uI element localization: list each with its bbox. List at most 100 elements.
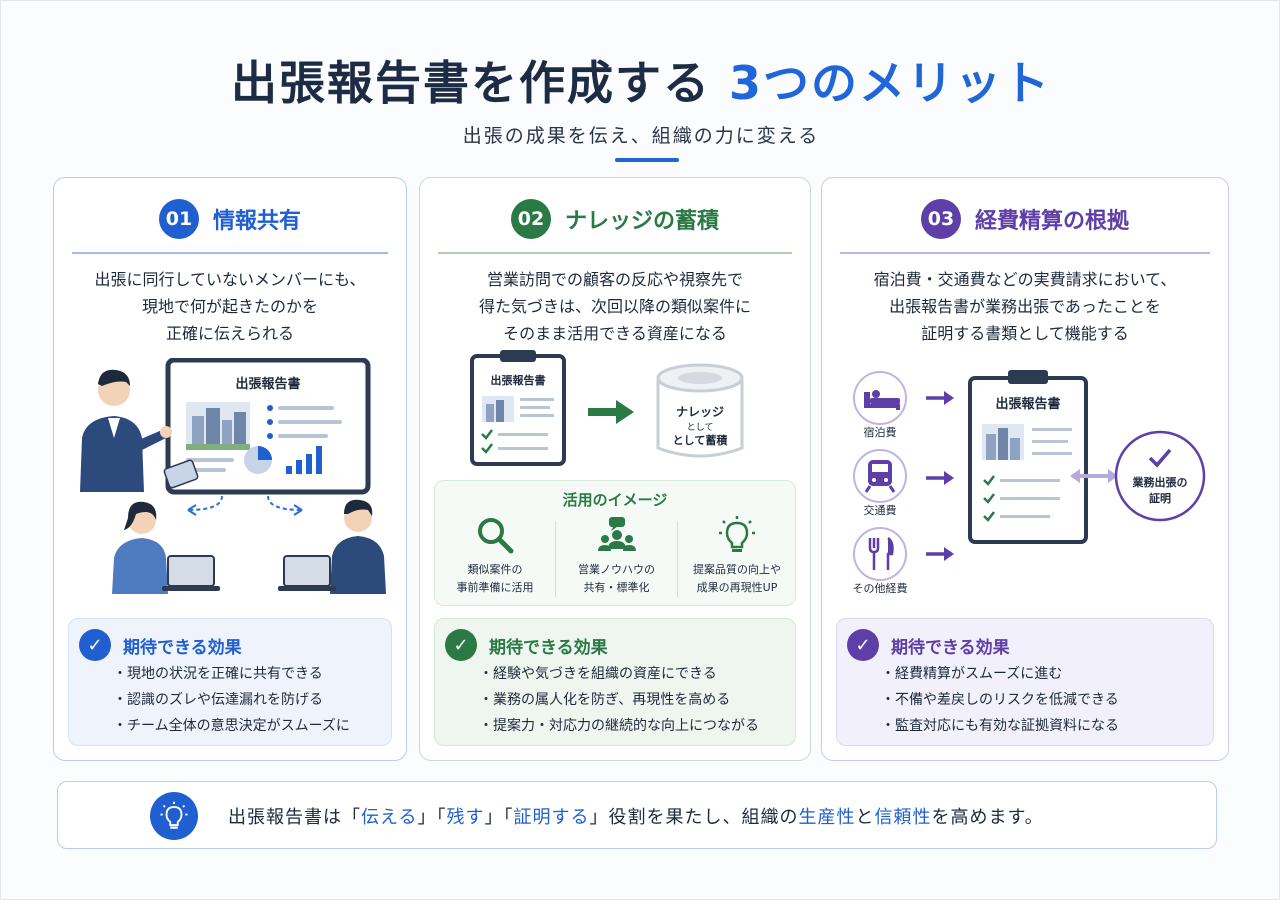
usage-box: 活用のイメージ 類似案件の 事前準備に活用 [434, 480, 796, 606]
check-circle-icon: ✓ [445, 629, 477, 661]
usage-title: 活用のイメージ [562, 491, 668, 509]
effect-item: 提案力・対応力の継続的な向上につながる [479, 713, 759, 739]
proof-line: 証明 [1149, 491, 1171, 505]
desc-line: 出張報告書が業務出張であったことを [889, 297, 1161, 316]
effects-list: 現地の状況を正確に共有できる 認識のズレや伝達漏れを防げる チーム全体の意思決定… [113, 661, 350, 739]
lightbulb-icon [719, 516, 755, 552]
usage-item: 類似案件の 事前準備に活用 [435, 515, 555, 597]
expense-label: その他経費 [853, 581, 908, 595]
title-underline [615, 158, 679, 162]
summary-highlight: 生産性 [798, 807, 856, 828]
summary-part: と [855, 807, 875, 828]
text-lines-icon [267, 405, 342, 439]
divider [677, 521, 678, 597]
summary-part: 」「 [484, 807, 514, 828]
summary-part: 」「 [417, 807, 447, 828]
desc-line: 得た気づきは、次回以降の類似案件に [478, 297, 751, 316]
usage-label: 類似案件の [467, 563, 523, 576]
usage-label: 提案品質の向上や [693, 563, 781, 576]
title-accent: 3つのメリット [729, 56, 1052, 110]
clipboard-icon: 出張報告書 [470, 350, 566, 466]
check-circle-icon: ✓ [847, 629, 879, 661]
summary-highlight: 証明する [513, 807, 590, 828]
usage-item: 営業ノウハウの 共有・標準化 [556, 515, 677, 597]
effects-box: ✓ 期待できる効果 現地の状況を正確に共有できる 認識のズレや伝達漏れを防げる … [68, 618, 392, 746]
bar-chart-icon [286, 446, 322, 474]
desc-line: 証明する書類として機能する [921, 324, 1129, 343]
team-icon [597, 517, 636, 551]
effects-title: 期待できる効果 [489, 637, 608, 658]
arrow-left-icon [187, 495, 223, 511]
summary-highlight: 伝える [361, 807, 418, 828]
card-information-sharing: 01 情報共有 出張に同行していないメンバーにも、 現地で何が起きたのかを 正確… [53, 177, 407, 761]
desc-line: 宿泊費・交通費などの実費請求において、 [873, 270, 1177, 289]
effect-item: 認識のズレや伝達漏れを防げる [113, 687, 350, 713]
effects-box: ✓ 期待できる効果 経験や気づきを組織の資産にできる 業務の属人化を防ぎ、再現性… [434, 618, 796, 746]
train-icon [853, 449, 907, 503]
effects-header: ✓ 期待できる効果 [79, 629, 242, 661]
card-expense-evidence: 03 経費精算の根拠 宿泊費・交通費などの実費請求において、 出張報告書が業務出… [821, 177, 1229, 761]
card-title: 情報共有 [212, 209, 301, 234]
effects-header: ✓ 期待できる効果 [847, 629, 1010, 661]
check-circle-icon: ✓ [79, 629, 111, 661]
effect-item: 現地の状況を正確に共有できる [113, 661, 350, 687]
store-line: として蓄積 [673, 433, 729, 447]
clipboard-icon: 出張報告書 [968, 370, 1088, 544]
card-knowledge-accumulation: 02 ナレッジの蓄積 営業訪問での顧客の反応や視察先で 得た気づきは、次回以降の… [419, 177, 811, 761]
divider [72, 252, 388, 254]
card-title: ナレッジの蓄積 [564, 209, 719, 234]
building-photo-icon [186, 402, 250, 450]
desc-line: 営業訪問での顧客の反応や視察先で [486, 270, 743, 289]
effect-item: 不備や差戻しのリスクを低減できる [881, 687, 1119, 713]
desc-line: 現地で何が起きたのかを [141, 297, 318, 316]
proof-line: 業務出張の [1132, 475, 1188, 489]
colleague-woman-icon [112, 501, 220, 594]
proof-badge: 業務出張の 証明 [1114, 430, 1206, 522]
search-icon [478, 518, 514, 554]
desc-line: 正確に伝えられる [165, 324, 294, 343]
page-title: 出張報告書を作成する 3つのメリット [1, 47, 1280, 113]
store-line: ナレッジ [676, 405, 724, 419]
bed-icon [853, 371, 907, 425]
card-header: 03 経費精算の根拠 [822, 198, 1228, 240]
summary-highlight: 信頼性 [874, 807, 932, 828]
knowledge-flow-illustration: 出張報告書 ナレッジ として として蓄積 [470, 350, 744, 466]
effects-list: 経験や気づきを組織の資産にできる 業務の属人化を防ぎ、再現性を高める 提案力・対… [479, 661, 759, 739]
store-line: として [687, 422, 714, 433]
colleague-man-icon [278, 499, 386, 594]
summary-banner: 出張報告書は「伝える」「残す」「証明する」役割を果たし、組織の生産性と信頼性を高… [57, 781, 1217, 849]
screen-title: 出張報告書 [235, 376, 300, 392]
lightbulb-icon [150, 792, 198, 840]
effect-item: 経験や気づきを組織の資産にできる [479, 661, 759, 687]
expense-proof-illustration: 宿泊費 交通費 その他経費 出張報告書 [853, 370, 1206, 595]
desc-line: そのまま活用できる資産になる [503, 324, 727, 343]
usage-label: 成果の再現性UP [696, 581, 778, 594]
card-title: 経費精算の根拠 [974, 209, 1129, 234]
divider [438, 252, 792, 254]
usage-label: 事前準備に活用 [456, 581, 534, 594]
presentation-illustration: 出張報告書 [80, 358, 386, 594]
title-main: 出張報告書を作成する [230, 56, 711, 110]
expense-label: 宿泊費 [864, 425, 897, 439]
clipboard-title: 出張報告書 [491, 373, 546, 387]
summary-part: を高めます。 [931, 807, 1044, 828]
effects-box: ✓ 期待できる効果 経費精算がスムーズに進む 不備や差戻しのリスクを低減できる … [836, 618, 1214, 746]
storage-cylinder-icon: ナレッジ として として蓄積 [656, 363, 744, 458]
arrow-right-icon [267, 495, 303, 511]
effects-title: 期待できる効果 [891, 637, 1010, 658]
card-header: 02 ナレッジの蓄積 [420, 198, 810, 240]
summary-part: 」役割を果たし、組織の [589, 807, 799, 828]
summary-text: 出張報告書は「伝える」「残す」「証明する」役割を果たし、組織の生産性と信頼性を高… [228, 803, 1044, 829]
card-header: 01 情報共有 [54, 198, 406, 240]
card-description: 出張に同行していないメンバーにも、 現地で何が起きたのかを 正確に伝えられる [64, 266, 396, 347]
card-number-badge: 03 [920, 199, 961, 239]
summary-highlight: 残す [446, 807, 485, 828]
presenter-icon [80, 369, 199, 492]
usage-label: 共有・標準化 [583, 581, 650, 594]
effect-item: 業務の属人化を防ぎ、再現性を高める [479, 687, 759, 713]
usage-label: 営業ノウハウの [578, 563, 655, 576]
effect-item: 経費精算がスムーズに進む [881, 661, 1119, 687]
cutlery-icon [853, 527, 907, 581]
effect-item: 監査対応にも有効な証拠資料になる [881, 713, 1119, 739]
